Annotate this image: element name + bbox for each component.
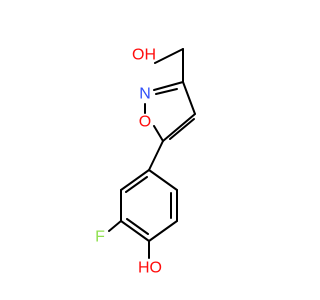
bond-o-c5 — [153, 125, 164, 142]
molecule-drawing: OH N O F HO — [95, 47, 196, 277]
bond-ar1-ar2 — [120, 169, 150, 191]
bond-c5-c4 — [162, 113, 196, 142]
bond-c3-n — [153, 81, 184, 91]
bond-ch2-oh — [154, 48, 184, 64]
structure-canvas: OH N O F HO — [95, 47, 196, 277]
bond-c4-c3 — [182, 81, 196, 115]
atom-label-ring-nitrogen: N — [139, 86, 151, 103]
bond-ar3-ar4 — [120, 220, 150, 242]
bond-ar1-ar2-double — [125, 176, 148, 193]
atom-label-hydroxyl-top: OH — [132, 47, 156, 64]
bond-ar4-ar5 — [148, 220, 178, 242]
bond-c3-n-double — [155, 88, 178, 95]
bond-ar3-ar4-double — [126, 218, 149, 235]
bond-c5-aryl — [148, 140, 164, 171]
atom-label-ring-oxygen: O — [139, 114, 151, 131]
bond-c5-c4-double — [169, 118, 195, 140]
atom-label-fluorine: F — [95, 229, 105, 246]
bond-ar3-f — [108, 220, 122, 232]
atom-label-hydroxyl-bottom: HO — [138, 260, 162, 277]
bond-ar6-ar1 — [148, 169, 178, 191]
